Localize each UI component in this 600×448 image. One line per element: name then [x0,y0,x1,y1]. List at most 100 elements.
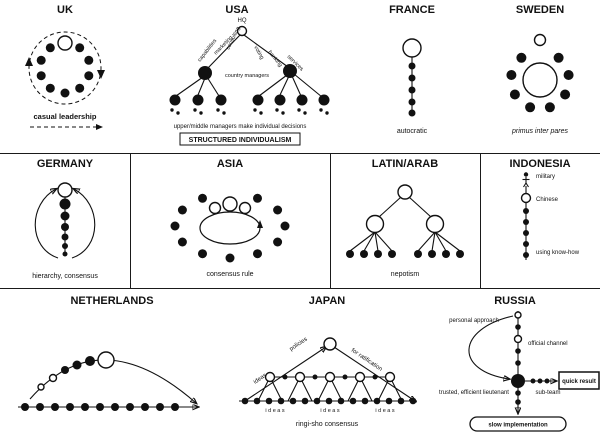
uk-rotation-dashed-circle [25,31,105,105]
panel-france-title: FRANCE [389,4,435,16]
russia-quick-result-box [558,371,600,390]
panel-asia: ASIA consensus rule [130,154,330,288]
germany-consensus-arrows [34,189,96,259]
japan-ideas-row-labels: i d e a s i d e a s i d e a s [265,408,395,414]
panel-germany: GERMANY hierarchy, consensus [0,154,130,288]
usa-tree-lines [175,34,323,98]
germany-leader-circle [57,182,73,198]
panel-uk-title: UK [57,4,73,16]
france-leader-circle [402,38,422,58]
column-divider-2 [330,154,331,288]
indonesia-chinese-label: Chinese [536,197,559,203]
panel-latin-arab-caption: nepotism [391,271,420,278]
column-divider-1 [130,154,131,288]
usa-hq-label: HQ [238,18,247,24]
usa-branch-label: banking [266,50,283,69]
panel-russia: RUSSIA quick result personal ap [430,289,600,448]
usa-country-manager-right [283,64,297,78]
netherlands-base-dots [21,403,179,411]
row-divider-1 [0,153,600,154]
military-figure-icon [522,172,530,188]
latin-patriarch-circle [397,184,413,200]
usa-caption-line2: STRUCTURED INDIVIDUALISM [189,137,292,144]
uk-member-ring [36,35,94,98]
indonesia-know-how-label: using know-how [536,250,580,256]
panel-latin-arab-title: LATIN/ARAB [372,158,438,170]
usa-caption-box [179,132,301,146]
japan-policies-label: policies [289,336,309,352]
uk-leader-circle [57,35,73,51]
panel-russia-title: RUSSIA [494,295,536,307]
panel-latin-arab: LATIN/ARAB nepotism [330,154,480,288]
uk-dashed-direction-arrow [30,124,103,130]
latin-family-head-right [425,214,445,234]
japan-ideas-label: i d e a s [375,408,395,414]
japan-ideas-label: i d e a s [265,408,285,414]
sweden-chair-circle [533,33,547,47]
asia-leader-circles [208,196,252,215]
panel-germany-title: GERMANY [37,158,94,170]
panel-france-caption: autocratic [397,128,428,135]
russia-subteam-label: sub-team [535,390,560,396]
latin-family-head-left [365,214,385,234]
russia-slow-implementation-pill [469,416,567,432]
panel-netherlands-title: NETHERLANDS [70,295,153,307]
russia-lieutenant-node [511,374,525,388]
uk-rotation-arrow-right [97,70,105,79]
germany-chain [57,182,73,257]
russia-official-channel-label: official channel [528,341,568,347]
usa-branch-label: voting [252,45,265,61]
indonesia-military-label: military [536,174,555,180]
netherlands-leader-circle [97,351,115,369]
sweden-member-dots [506,52,574,113]
panel-uk: UK casual leadership [0,0,130,153]
asia-outer-member-dots [170,193,290,263]
japan-slopes [244,347,415,401]
indonesia-chain-dots [523,208,529,258]
panel-asia-title: ASIA [217,158,243,170]
row-divider-2 [0,288,600,289]
indonesia-chinese-node [520,192,532,204]
asia-consensus-loop [199,211,261,245]
panel-japan-caption: ringi-sho consensus [296,421,359,428]
usa-hq-node [236,25,248,37]
panel-sweden-caption: primus inter pares [511,128,569,135]
sweden-group-circle [522,62,558,98]
panel-usa: USA HQ capabilities marketing consulting [130,0,345,153]
russia-quick-result-label: quick result [562,379,596,385]
panel-japan-title: JAPAN [309,295,346,307]
usa-manager-row [169,94,330,106]
russia-lieutenant-label: trusted, efficient lieutenant [439,390,509,396]
japan-middle-nodes [264,371,396,383]
panel-sweden: SWEDEN primus inter pares [480,0,600,153]
usa-country-manager-left [198,66,212,80]
column-divider-3 [480,154,481,288]
russia-subteam-branch [525,379,556,384]
panel-sweden-title: SWEDEN [516,4,564,16]
panel-netherlands: NETHERLANDS [0,289,225,448]
panel-usa-title: USA [225,4,248,16]
russia-personal-approach-curve [468,315,514,379]
usa-caption-line1: upper/middle managers make individual de… [174,124,307,130]
panel-germany-caption: hierarchy, consensus [32,273,98,280]
uk-rotation-arrow-left [25,57,33,66]
panel-asia-caption: consensus rule [206,271,253,278]
russia-chain-nodes [511,311,525,405]
russia-slow-implementation-label: slow implementation [488,423,548,429]
panel-indonesia-title: INDONESIA [509,158,570,170]
japan-ideas-label: i d e a s [320,408,340,414]
japan-base-dots [241,397,417,405]
asia-loop-arrow [257,220,263,228]
usa-subordinate-dots [170,108,329,115]
panel-uk-caption: casual leadership [34,112,97,121]
russia-personal-approach-label: personal approach [449,318,499,324]
panel-france: FRANCE autocratic [345,0,480,153]
japan-apex-circle [323,337,337,351]
latin-member-dots [346,250,464,258]
panel-japan: JAPAN [225,289,430,448]
usa-country-managers-label: country managers [225,73,269,79]
panel-indonesia: INDONESIA military Chinese using know-ho… [480,154,600,288]
france-chain [402,38,422,117]
latin-tree-lines [349,196,461,252]
